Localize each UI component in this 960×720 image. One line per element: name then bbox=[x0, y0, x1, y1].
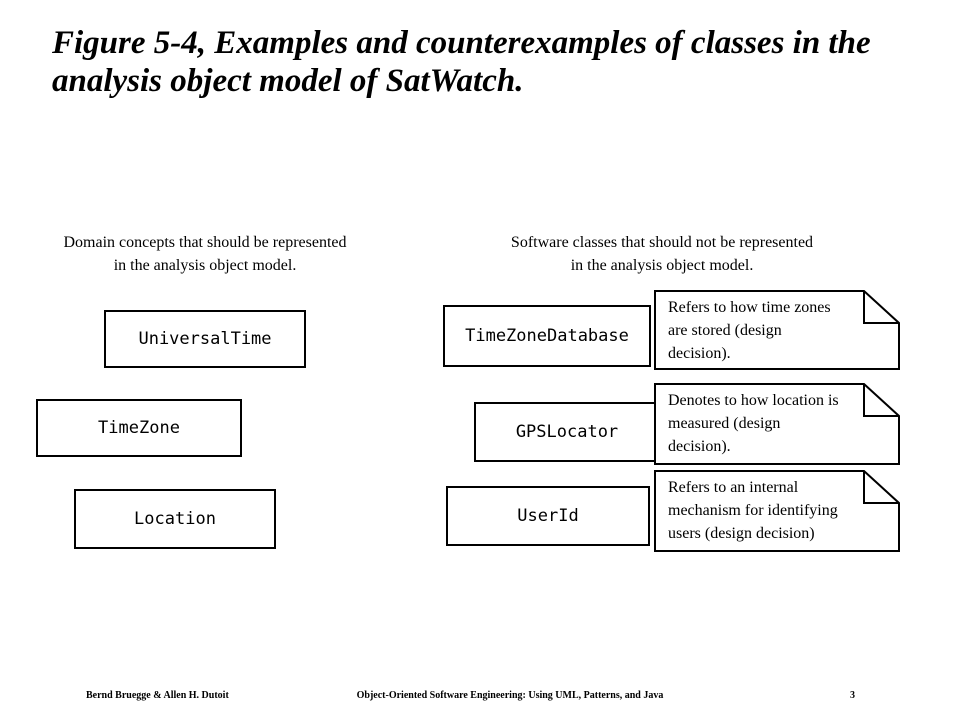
software-classes-caption: Software classes that should not be repr… bbox=[510, 234, 814, 274]
class-timezone: TimeZone bbox=[36, 399, 242, 457]
note-text: Refers to an internal mechanism for iden… bbox=[668, 479, 838, 542]
note-shape bbox=[654, 383, 900, 465]
note-location-measure: Denotes to how location is measured (des… bbox=[654, 383, 900, 465]
note-user-identification: Refers to an internal mechanism for iden… bbox=[654, 470, 900, 552]
footer-authors: Bernd Bruegge & Allen H. Dutoit bbox=[86, 690, 229, 701]
note-text: Denotes to how location is measured (des… bbox=[668, 392, 839, 455]
class-userid: UserId bbox=[446, 486, 650, 546]
class-gpslocator: GPSLocator bbox=[474, 402, 660, 462]
footer-page-number: 3 bbox=[850, 690, 855, 701]
domain-concepts-caption: Domain concepts that should be represent… bbox=[63, 234, 347, 274]
footer-book-title: Object-Oriented Software Engineering: Us… bbox=[356, 690, 664, 701]
note-shape bbox=[654, 470, 900, 552]
class-location: Location bbox=[74, 489, 276, 549]
slide-title: Figure 5-4, Examples and counterexamples… bbox=[52, 25, 871, 99]
class-universaltime: UniversalTime bbox=[104, 310, 306, 368]
note-text: Refers to how time zones are stored (des… bbox=[668, 299, 831, 362]
note-shape bbox=[654, 290, 900, 370]
class-timezonedatabase: TimeZoneDatabase bbox=[443, 305, 651, 367]
note-timezone-storage: Refers to how time zones are stored (des… bbox=[654, 290, 900, 370]
